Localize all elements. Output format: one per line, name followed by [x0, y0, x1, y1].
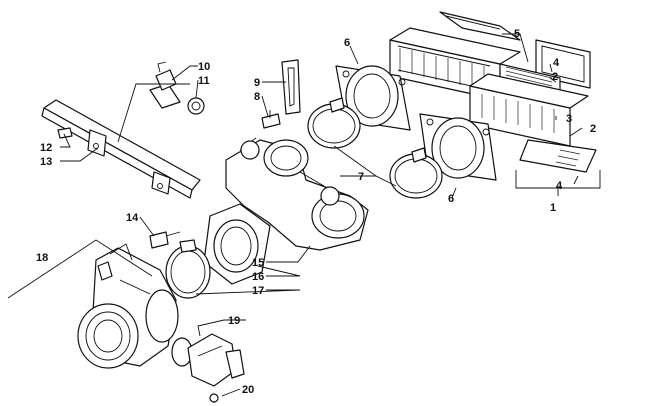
- callout-9: 9: [254, 77, 260, 89]
- mounting-bracket: [281, 59, 301, 115]
- callout-6-upper: 6: [344, 37, 350, 49]
- injector-o-ring: [187, 97, 205, 115]
- intake-manifold: [225, 137, 369, 251]
- callouts: 1 2 2 3 4 4 5 6 6 7 8 9 10 11 12 13 14 1…: [36, 28, 596, 396]
- fuel-rail-bolt: [57, 127, 73, 139]
- fuel-rail: [41, 99, 201, 199]
- callout-18: 18: [36, 252, 48, 264]
- callout-7: 7: [358, 171, 364, 183]
- reed-valve-gasket-lower: [519, 139, 597, 173]
- callout-15: 15: [252, 257, 264, 269]
- throttle-body: [77, 243, 179, 369]
- reed-cage-lower: [469, 73, 589, 147]
- callout-8: 8: [254, 91, 260, 103]
- callout-20: 20: [242, 384, 254, 396]
- callout-5: 5: [514, 28, 520, 40]
- callout-17: 17: [252, 285, 264, 297]
- callout-4-lower: 4: [556, 180, 563, 192]
- callout-10: 10: [198, 61, 210, 73]
- callout-13: 13: [40, 156, 52, 168]
- manifold-bolt: [149, 231, 181, 249]
- fuel-injector: [149, 61, 181, 109]
- callout-4-upper: 4: [553, 57, 560, 69]
- bracket-bolt: [261, 110, 281, 129]
- sensor-screw: [209, 393, 219, 403]
- reed-valve-gasket-upper: [439, 11, 521, 41]
- hose-clamp-upper: [307, 97, 361, 149]
- callout-2-upper: 2: [552, 71, 558, 83]
- callout-11: 11: [198, 75, 210, 87]
- callout-6-lower: 6: [448, 193, 454, 205]
- callout-1: 1: [550, 202, 556, 214]
- callout-3: 3: [566, 113, 572, 125]
- intake-adapter-lower: [419, 113, 497, 181]
- leader-lines: [7, 33, 601, 397]
- hose-clamp-lower: [389, 147, 443, 199]
- callout-19: 19: [228, 315, 240, 327]
- callout-16: 16: [252, 271, 264, 283]
- callout-12: 12: [40, 142, 52, 154]
- callout-14: 14: [126, 212, 139, 224]
- manifold-flange: [203, 203, 271, 285]
- throttle-hose-clamp: [165, 239, 211, 299]
- throttle-position-sensor: [187, 333, 245, 387]
- callout-2-right: 2: [590, 123, 596, 135]
